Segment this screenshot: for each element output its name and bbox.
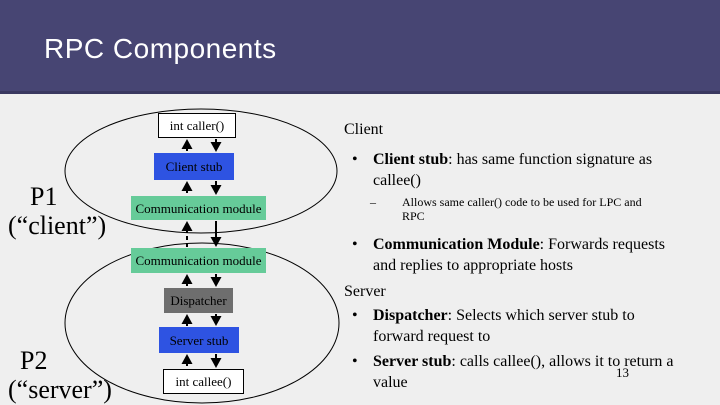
box-int-callee: int callee() — [163, 369, 244, 394]
bullet-term: Client stub — [373, 151, 449, 168]
bullet-rest: : has same function signature as callee(… — [373, 151, 653, 189]
p2-name: P2 — [20, 346, 48, 375]
box-communication-module-client: Communication module — [131, 196, 266, 220]
p1-client-label: P1 (“client”) — [8, 182, 106, 240]
server-heading: Server — [344, 283, 386, 300]
bullet-marker: • — [352, 236, 358, 253]
p2-server-label: P2 (“server”) — [8, 346, 112, 404]
bullet-term: Communication Module — [373, 236, 540, 253]
bullet-term: Server stub — [373, 353, 452, 370]
bullet-client-stub: • Client stub: has same function signatu… — [344, 149, 682, 191]
box-dispatcher: Dispatcher — [164, 288, 233, 313]
box-int-caller: int caller() — [158, 113, 236, 138]
page-number: 13 — [616, 365, 629, 380]
slide-header: RPC Components — [0, 0, 720, 94]
box-server-stub: Server stub — [159, 327, 239, 353]
box-client-stub: Client stub — [154, 153, 234, 180]
box-communication-module-server: Communication module — [131, 248, 266, 273]
slide-title: RPC Components — [44, 33, 277, 64]
bullet-rest: : Selects which server stub to forward r… — [373, 307, 635, 345]
bullet-rest: : calls callee(), allows it to return a … — [373, 353, 674, 391]
sub-bullet-lpc: – Allows same caller() code to be used f… — [344, 195, 682, 223]
bullet-marker: • — [352, 353, 358, 370]
bullet-marker: • — [352, 151, 358, 168]
p2-alias: (“server”) — [8, 375, 112, 404]
server-process-ellipse — [64, 242, 340, 404]
bullet-term: Dispatcher — [373, 307, 448, 324]
bullet-server-stub: • Server stub: calls callee(), allows it… — [344, 351, 682, 393]
bullet-marker: • — [352, 307, 358, 324]
bullet-communication-module: • Communication Module: Forwards request… — [344, 234, 682, 276]
p1-name: P1 — [30, 182, 58, 211]
bullet-rest: : Forwards requests and replies to appro… — [373, 236, 665, 274]
arrows-layer — [181, 139, 222, 368]
bullet-dispatcher: • Dispatcher: Selects which server stub … — [344, 305, 682, 347]
client-process-ellipse — [64, 108, 338, 234]
p1-alias: (“client”) — [8, 211, 107, 240]
dash-marker: – — [370, 195, 376, 209]
sub-bullet-text: Allows same caller() code to be used for… — [402, 195, 642, 223]
notes-column: Client • Client stub: has same function … — [344, 120, 682, 397]
client-heading: Client — [344, 121, 384, 138]
